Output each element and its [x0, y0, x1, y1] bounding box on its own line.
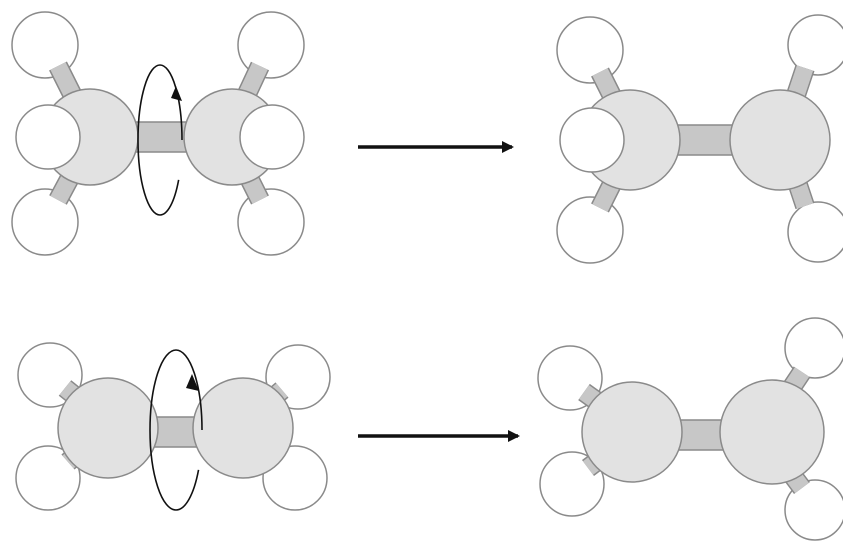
rotation-arrow-icon [137, 64, 183, 216]
hydrogen-atom [15, 445, 81, 511]
carbon-atom [729, 89, 831, 191]
rotation-arrow-icon [149, 349, 203, 511]
hydrogen-atom [15, 104, 81, 170]
ch-bond [238, 62, 268, 100]
hydrogen-atom [11, 188, 79, 256]
carbon-atom [192, 377, 294, 479]
hydrogen-atom [237, 188, 305, 256]
hydrogen-atom [556, 16, 624, 84]
carbon-atom [719, 379, 825, 485]
hydrogen-atom [784, 479, 843, 541]
carbon-atom [581, 381, 683, 483]
hydrogen-atom [237, 11, 305, 79]
hydrogen-atom [556, 196, 624, 264]
row-1 [11, 11, 843, 264]
hydrogen-atom [559, 107, 625, 173]
molecule-row2-right [537, 317, 843, 541]
molecule-row1-right [556, 14, 843, 264]
hydrogen-atom [787, 201, 843, 263]
hydrogen-atom [11, 11, 79, 79]
row-2 [15, 317, 843, 541]
hydrogen-atom [784, 317, 843, 379]
molecule-row1-left [11, 11, 305, 256]
carbon-atom [57, 377, 159, 479]
hydrogen-atom [787, 14, 843, 76]
hydrogen-atom [239, 104, 305, 170]
ch-bond [50, 62, 81, 100]
molecule-row2-left [15, 342, 331, 511]
